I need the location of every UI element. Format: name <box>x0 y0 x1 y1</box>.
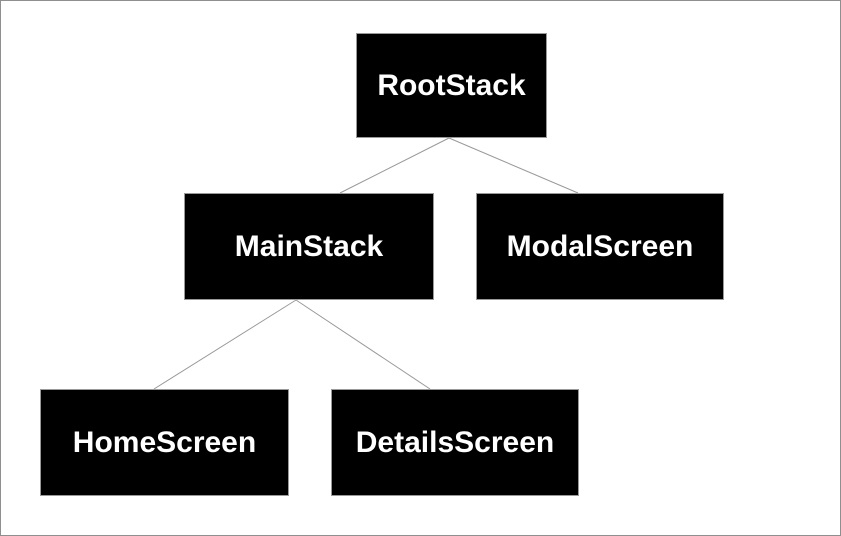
edge-rootstack-modalscreen <box>448 137 579 194</box>
node-modalscreen-label: ModalScreen <box>506 229 694 263</box>
node-modalscreen: ModalScreen <box>476 193 724 300</box>
node-detailsscreen-label: DetailsScreen <box>355 425 555 459</box>
node-homescreen-label: HomeScreen <box>72 425 257 459</box>
node-detailsscreen: DetailsScreen <box>331 389 579 496</box>
node-rootstack: RootStack <box>356 33 547 138</box>
edge-rootstack-mainstack <box>339 137 450 194</box>
node-homescreen: HomeScreen <box>40 389 289 496</box>
node-rootstack-label: RootStack <box>377 68 526 102</box>
node-mainstack: MainStack <box>184 193 434 300</box>
edge-mainstack-homescreen <box>153 299 297 390</box>
edge-mainstack-detailsscreen <box>295 299 431 390</box>
node-mainstack-label: MainStack <box>234 229 384 263</box>
